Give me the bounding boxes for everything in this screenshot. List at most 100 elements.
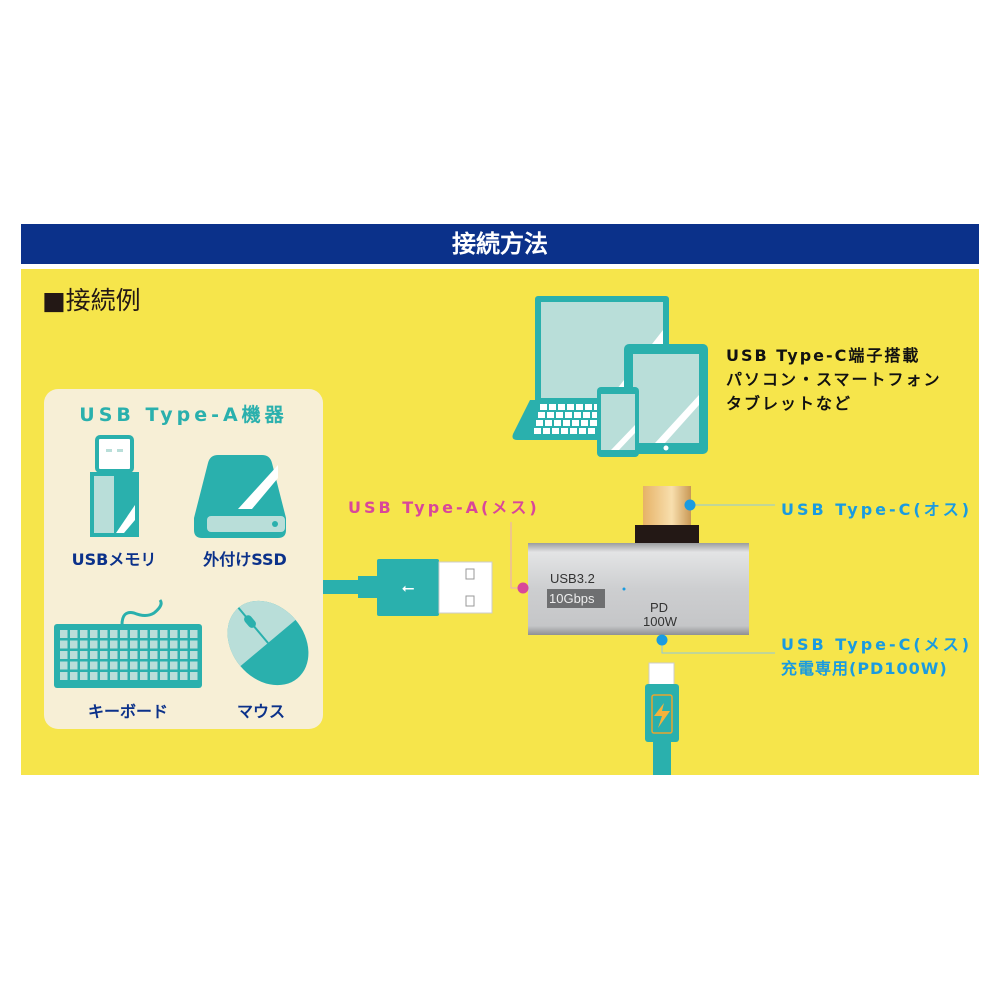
- key: [90, 630, 98, 638]
- key: [90, 661, 98, 670]
- key: [120, 651, 128, 659]
- usb-version-label: USB3.2: [550, 571, 595, 586]
- key: [170, 661, 178, 670]
- key: [160, 640, 168, 649]
- type-a-marker: [517, 582, 529, 594]
- type-c-female-callout: USB Type-C(メス): [781, 635, 973, 654]
- key: [180, 651, 188, 659]
- laptop-key: [549, 404, 556, 410]
- laptop-key: [576, 404, 583, 410]
- key: [140, 672, 148, 680]
- key: [190, 651, 198, 659]
- charging-cable: [645, 662, 679, 775]
- usb-memory-icon: [90, 435, 139, 537]
- laptop-key: [583, 412, 590, 418]
- laptop-key: [556, 412, 563, 418]
- laptop-key: [574, 412, 581, 418]
- key: [120, 640, 128, 649]
- key: [100, 672, 108, 680]
- key: [130, 630, 138, 638]
- key: [110, 661, 118, 670]
- key: [110, 651, 118, 659]
- key: [160, 661, 168, 670]
- callout-lines: [510, 499, 775, 654]
- key: [170, 651, 178, 659]
- key: [80, 630, 88, 638]
- key: [80, 672, 88, 680]
- key: [180, 672, 188, 680]
- key: [110, 630, 118, 638]
- key: [100, 630, 108, 638]
- laptop-key: [554, 420, 561, 426]
- key: [190, 640, 198, 649]
- section-heading: ■接続例: [42, 286, 141, 315]
- type-c-female-marker: [656, 634, 668, 646]
- power-label: 100W: [643, 614, 677, 629]
- external-ssd-icon: [194, 455, 286, 538]
- key: [90, 651, 98, 659]
- pd-label: PD: [650, 600, 669, 615]
- key: [70, 672, 78, 680]
- key: [120, 661, 128, 670]
- key: [180, 661, 188, 670]
- laptop-key: [538, 412, 545, 418]
- host-line-2: パソコン・スマートフォン: [726, 370, 942, 389]
- key: [100, 661, 108, 670]
- key: [160, 630, 168, 638]
- laptop-key: [565, 412, 572, 418]
- laptop-key: [592, 412, 599, 418]
- laptop-key: [563, 420, 570, 426]
- laptop-key: [552, 428, 559, 434]
- laptop-key: [579, 428, 586, 434]
- key: [110, 640, 118, 649]
- key: [170, 630, 178, 638]
- type-c-male-plug: [635, 486, 699, 544]
- external-ssd-label: 外付けSSD: [203, 550, 287, 569]
- laptop-key: [561, 428, 568, 434]
- laptop-key: [588, 428, 595, 434]
- key: [140, 630, 148, 638]
- key: [140, 640, 148, 649]
- key: [130, 651, 138, 659]
- type-c-male-marker: [684, 499, 696, 511]
- key: [130, 661, 138, 670]
- key: [180, 630, 188, 638]
- host-line-3: タブレットなど: [726, 394, 853, 413]
- title-bar: 接続方法: [21, 224, 979, 264]
- devices-box-title: USB Type-A機器: [79, 404, 288, 426]
- key: [70, 651, 78, 659]
- key: [150, 630, 158, 638]
- laptop-key: [570, 428, 577, 434]
- key: [60, 672, 68, 680]
- key: [70, 630, 78, 638]
- keyboard-icon: [54, 599, 202, 688]
- laptop-key: [572, 420, 579, 426]
- mouse-icon: [227, 600, 309, 686]
- key: [90, 672, 98, 680]
- usb-symbol-icon: ⭠: [402, 578, 415, 597]
- host-devices-label: USB Type-C端子搭載 パソコン・スマートフォン タブレットなど: [726, 344, 942, 416]
- laptop-key: [547, 412, 554, 418]
- key: [100, 640, 108, 649]
- key: [190, 630, 198, 638]
- host-devices-icon: [512, 296, 708, 457]
- key: [180, 640, 188, 649]
- key: [150, 640, 158, 649]
- key: [80, 651, 88, 659]
- key: [170, 640, 178, 649]
- key: [130, 672, 138, 680]
- key: [100, 651, 108, 659]
- key: [60, 630, 68, 638]
- laptop-key: [581, 420, 588, 426]
- laptop-key: [558, 404, 565, 410]
- key: [90, 640, 98, 649]
- key: [150, 661, 158, 670]
- key: [160, 672, 168, 680]
- mouse-label: マウス: [236, 702, 285, 721]
- laptop-key: [543, 428, 550, 434]
- laptop-key: [540, 404, 547, 410]
- key: [130, 640, 138, 649]
- key: [60, 640, 68, 649]
- page-title: 接続方法: [452, 230, 548, 258]
